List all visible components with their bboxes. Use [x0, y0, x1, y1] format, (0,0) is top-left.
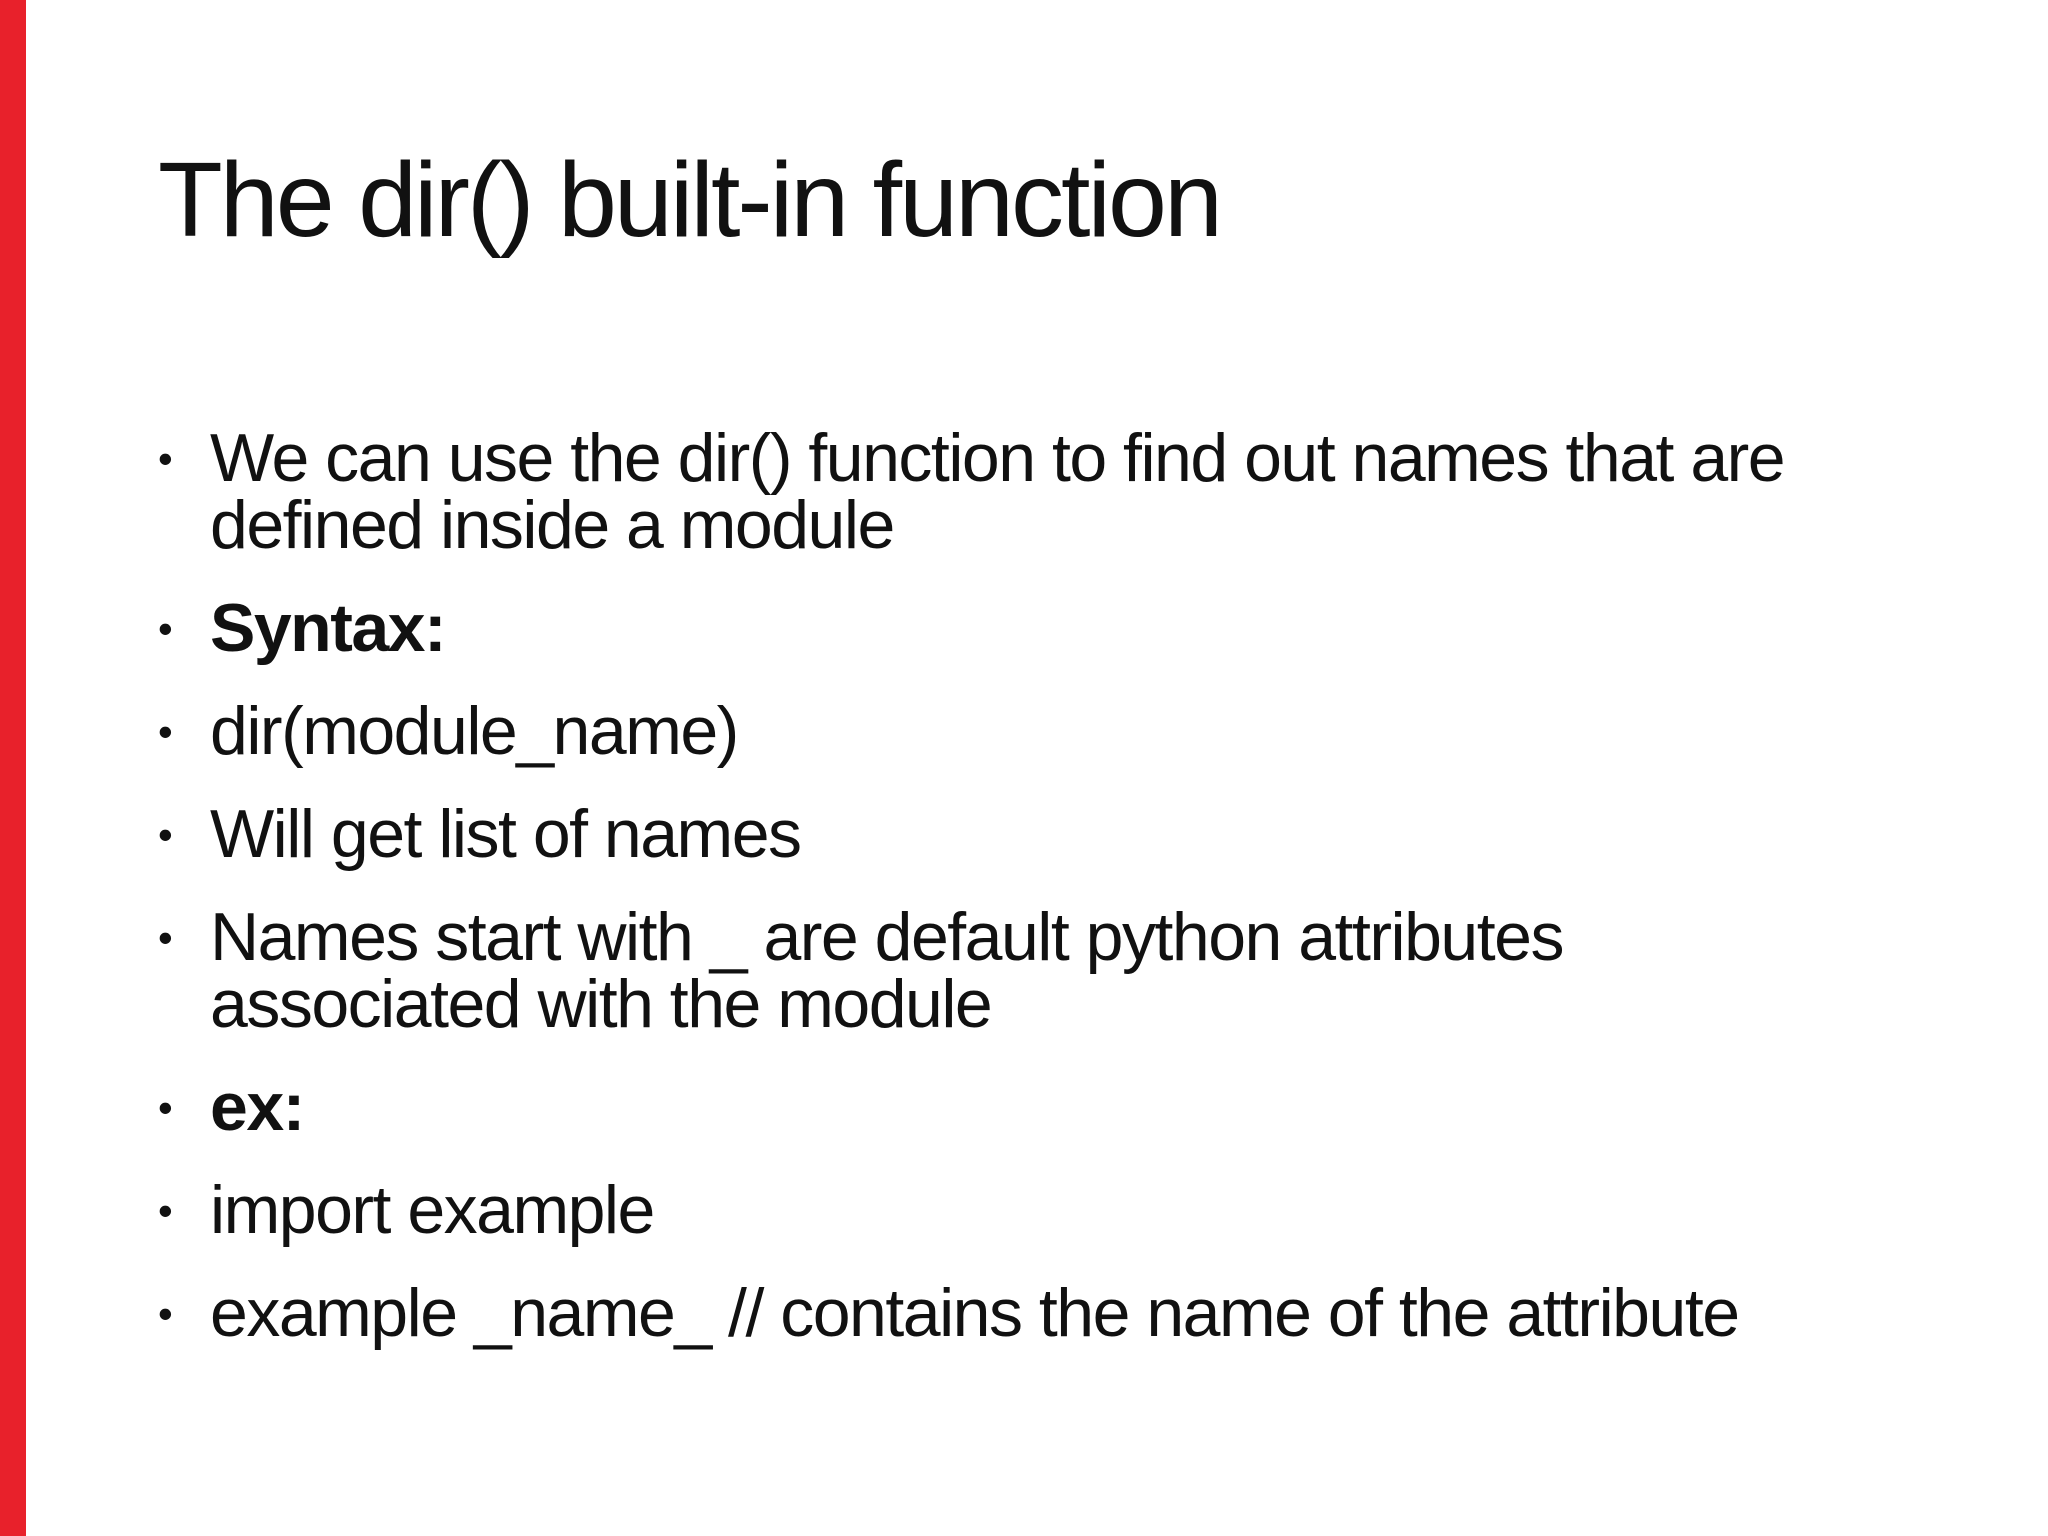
- list-item: • dir(module_name): [158, 693, 1938, 769]
- bullet-line: ex:: [210, 1069, 305, 1145]
- bullet-icon: •: [158, 914, 173, 961]
- bullet-line: import example: [210, 1172, 655, 1248]
- bullet-text: dir(module_name): [210, 693, 1938, 769]
- list-item: • ex:: [158, 1069, 1938, 1145]
- bullet-icon: •: [158, 1290, 173, 1337]
- bullet-icon: •: [158, 1084, 173, 1131]
- bullet-text: ex:: [210, 1069, 1938, 1145]
- bullet-line: defined inside a module: [210, 487, 895, 563]
- bullet-text: Syntax:: [210, 590, 1938, 666]
- bullet-icon: •: [158, 708, 173, 755]
- bullet-text: Will get list of names: [210, 796, 1938, 872]
- bullet-text: We can use the dir() function to find ou…: [210, 420, 1938, 563]
- bullet-line: example _name_ // contains the name of t…: [210, 1275, 1740, 1351]
- bullet-line: We can use the dir() function to find ou…: [210, 420, 1786, 496]
- list-item: • Will get list of names: [158, 796, 1938, 872]
- bullet-icon: •: [158, 435, 173, 482]
- bullet-icon: •: [158, 605, 173, 652]
- list-item: • example _name_ // contains the name of …: [158, 1275, 1938, 1351]
- bullet-text: import example: [210, 1172, 1938, 1248]
- list-item: • import example: [158, 1172, 1938, 1248]
- bullet-list: • We can use the dir() function to find o…: [158, 420, 1938, 1383]
- accent-bar: [0, 0, 26, 1536]
- list-item: • Syntax:: [158, 590, 1938, 666]
- list-item: • Names start with _ are default python a…: [158, 899, 1938, 1042]
- page-title: The dir() built-in function: [158, 141, 1223, 259]
- bullet-line: associated with the module: [210, 966, 993, 1042]
- bullet-text: Names start with _ are default python at…: [210, 899, 1938, 1042]
- list-item: • We can use the dir() function to find o…: [158, 420, 1938, 563]
- bullet-line: Syntax:: [210, 590, 447, 666]
- bullet-line: Names start with _ are default python at…: [210, 899, 1564, 975]
- bullet-icon: •: [158, 1187, 173, 1234]
- bullet-text: example _name_ // contains the name of t…: [210, 1275, 1938, 1351]
- bullet-line: dir(module_name): [210, 693, 739, 769]
- bullet-line: Will get list of names: [210, 796, 802, 872]
- bullet-icon: •: [158, 811, 173, 858]
